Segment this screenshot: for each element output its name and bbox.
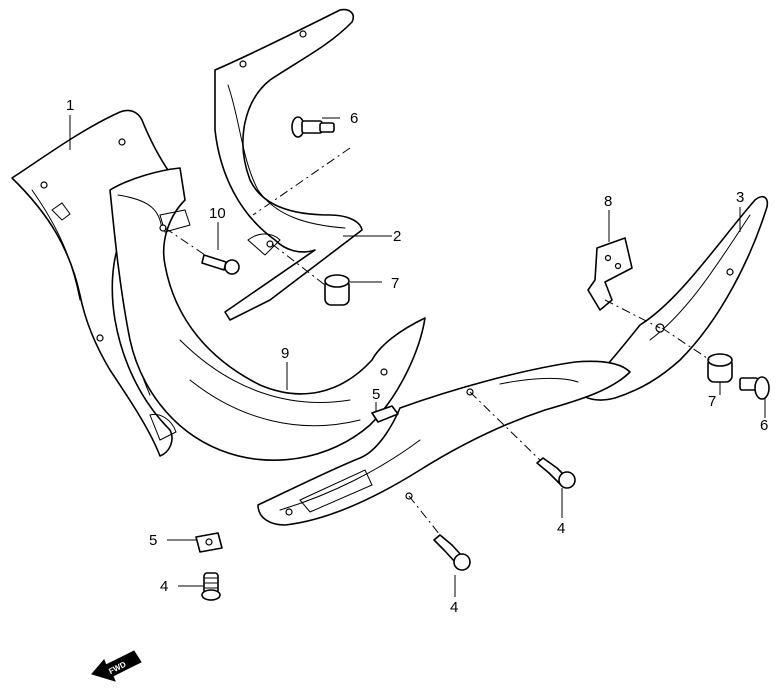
callout-2: 2 — [393, 228, 401, 245]
part-6-bolt-right — [739, 376, 770, 400]
callout-8: 8 — [604, 193, 612, 210]
part-6-bolt-upper — [291, 116, 335, 138]
callout-5-upper: 5 — [372, 386, 380, 403]
callout-4-lower-left: 4 — [160, 578, 168, 595]
part-4-bolt-right — [536, 457, 576, 489]
callout-6-upper: 6 — [350, 110, 358, 127]
callout-4-right: 4 — [557, 520, 565, 537]
part-2-upper-frame — [159, 8, 363, 321]
callout-7-upper: 7 — [391, 275, 399, 292]
callout-9: 9 — [281, 345, 289, 362]
callout-1: 1 — [66, 97, 74, 114]
part-10-screw — [201, 254, 240, 275]
callout-5-lower: 5 — [149, 532, 157, 549]
part-8-bracket — [587, 237, 633, 311]
callout-3: 3 — [736, 189, 744, 206]
part-4-bolt-middle — [433, 534, 471, 571]
callout-7-right: 7 — [708, 393, 716, 410]
part-7-grommet-right — [707, 353, 733, 383]
callout-labels: 1 6 10 2 7 8 3 9 5 7 6 4 5 4 4 — [66, 97, 768, 616]
part-5-clip-nut-lower — [195, 532, 223, 553]
part-9-inner-panel — [109, 167, 426, 461]
callout-10: 10 — [209, 205, 226, 222]
fwd-arrow-icon — [91, 650, 142, 682]
assembly-lines — [164, 147, 711, 536]
callout-4-middle: 4 — [450, 599, 458, 616]
leader-lines — [69, 115, 766, 597]
fwd-arrow: FWD — [91, 650, 142, 682]
part-5-clip-nut-upper — [371, 405, 399, 423]
callout-6-right: 6 — [760, 417, 768, 434]
part-4-bolt-lower-left — [201, 572, 221, 601]
part-7-grommet-upper — [324, 274, 350, 306]
